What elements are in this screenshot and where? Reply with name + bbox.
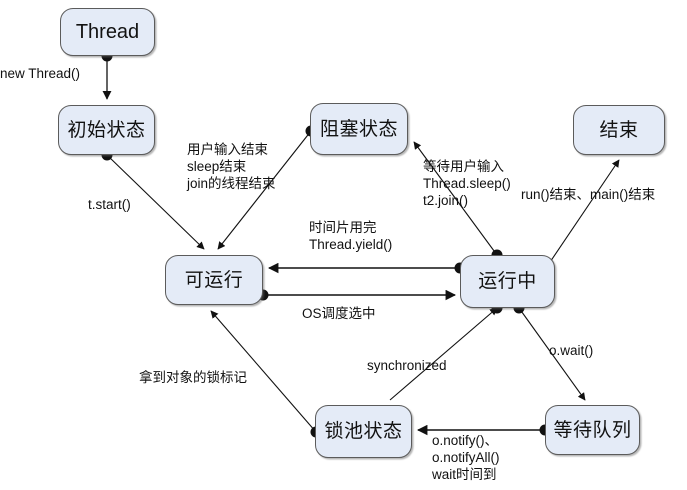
edge-label-notify: o.notify()、 o.notifyAll() wait时间到 bbox=[432, 433, 500, 482]
edge-label-yield: 时间片用完 Thread.yield() bbox=[309, 220, 393, 252]
edge-label-running-to-blocked: 等待用户输入 Thread.sleep() t2.join() bbox=[423, 159, 511, 208]
edge-label-blocked-to-runnable: 用户输入结束 sleep结束 join的线程结束 bbox=[187, 142, 276, 191]
node-running-state[interactable]: 运行中 bbox=[460, 255, 555, 308]
edge-lockpool-to-running bbox=[389, 302, 503, 401]
node-label-blocked-state: 阻塞状态 bbox=[319, 118, 398, 140]
edge-label-o-wait: o.wait() bbox=[549, 343, 594, 358]
node-label-running-state: 运行中 bbox=[478, 271, 537, 292]
edge-label-run-main-end: run()结束、main()结束 bbox=[521, 187, 656, 202]
edge-label-os-schedule: OS调度选中 bbox=[302, 306, 376, 321]
node-initial-state[interactable]: 初始状态 bbox=[58, 105, 155, 155]
node-label-finished-state: 结束 bbox=[599, 119, 639, 141]
node-blocked-state[interactable]: 阻塞状态 bbox=[310, 103, 408, 155]
node-label-runnable-state: 可运行 bbox=[184, 269, 244, 291]
edge-label-new-thread: new Thread() bbox=[0, 66, 81, 81]
edge-runnable-to-running bbox=[257, 289, 457, 301]
node-runnable-state[interactable]: 可运行 bbox=[165, 255, 263, 305]
node-label-thread: Thread bbox=[75, 21, 140, 43]
node-finished-state[interactable]: 结束 bbox=[573, 105, 665, 155]
node-lock-pool-state[interactable]: 锁池状态 bbox=[315, 405, 412, 458]
node-wait-queue-state[interactable]: 等待队列 bbox=[545, 405, 640, 455]
node-label-initial-state: 初始状态 bbox=[67, 119, 146, 141]
edge-thread-to-initial bbox=[101, 50, 113, 100]
node-label-wait-queue-state: 等待队列 bbox=[553, 419, 632, 441]
edge-running-to-waitqueue bbox=[518, 307, 586, 401]
edge-running-to-runnable bbox=[267, 262, 466, 274]
edge-label-t-start: t.start() bbox=[88, 197, 131, 212]
edge-label-get-lock: 拿到对象的锁标记 bbox=[139, 370, 247, 385]
node-thread[interactable]: Thread bbox=[60, 8, 155, 56]
node-label-lock-pool-state: 锁池状态 bbox=[324, 421, 403, 442]
edge-label-synchronized: synchronized bbox=[367, 358, 447, 373]
